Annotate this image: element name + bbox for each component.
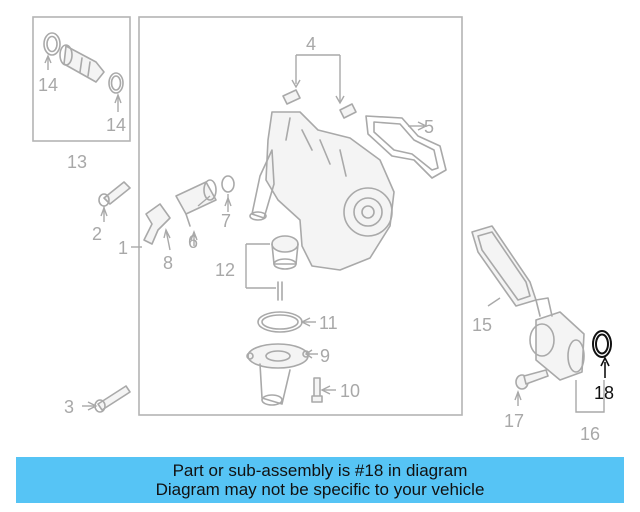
callout-6: 6 <box>188 232 198 252</box>
part-7-o-ring[interactable] <box>221 175 235 193</box>
callout-2: 2 <box>92 224 102 244</box>
callout-17: 17 <box>504 411 524 431</box>
callout-4: 4 <box>306 34 316 54</box>
part-6-temperature-sensor[interactable] <box>175 179 217 227</box>
banner-line-part-number: Part or sub-assembly is #18 in diagram <box>172 461 468 480</box>
callout-11: 11 <box>319 313 338 333</box>
main-assembly-frame <box>138 16 463 416</box>
callout-8: 8 <box>163 253 173 273</box>
part-18-seal-highlighted[interactable] <box>592 330 612 358</box>
banner-line-disclaimer: Diagram may not be specific to your vehi… <box>155 480 485 499</box>
callout-15: 15 <box>472 315 492 335</box>
callout-13: 13 <box>67 152 87 172</box>
info-banner: Part or sub-assembly is #18 in diagram D… <box>16 457 624 503</box>
callout-18: 18 <box>594 383 614 403</box>
part-14-seal-ring-2[interactable] <box>108 72 124 94</box>
part-11-o-ring[interactable] <box>257 311 303 333</box>
part-8-bracket[interactable] <box>143 203 171 245</box>
callout-3: 3 <box>64 397 74 417</box>
part-15-drive-belt[interactable] <box>471 225 537 307</box>
part-12-flange[interactable] <box>271 235 299 301</box>
callout-12: 12 <box>215 260 235 280</box>
callout-14-bottom: 14 <box>106 115 126 135</box>
part-5-gasket[interactable] <box>365 115 447 179</box>
part-3-bolt[interactable] <box>94 385 131 413</box>
callout-16: 16 <box>580 424 600 444</box>
callout-10: 10 <box>340 381 360 401</box>
part-9-outlet-housing[interactable] <box>246 343 310 406</box>
callout-5: 5 <box>424 117 434 137</box>
part-16-coolant-housing[interactable] <box>529 297 585 381</box>
inset-frame-13 <box>32 16 131 142</box>
part-2-bolt[interactable] <box>98 181 131 207</box>
water-pump-housing[interactable] <box>249 111 395 271</box>
part-14-seal-ring[interactable] <box>43 32 61 56</box>
callout-14-top: 14 <box>38 75 58 95</box>
callout-7: 7 <box>221 211 231 231</box>
callout-1: 1 <box>118 238 128 258</box>
part-17-bolt[interactable] <box>515 369 549 390</box>
part-4-dowel-pins[interactable] <box>282 89 357 119</box>
part-13-coolant-pipe[interactable] <box>59 44 105 83</box>
parts-diagram: 1 2 3 4 5 6 7 8 9 10 11 12 13 14 14 15 1… <box>32 16 614 444</box>
callout-9: 9 <box>320 346 330 366</box>
part-10-bolt[interactable] <box>311 377 323 403</box>
